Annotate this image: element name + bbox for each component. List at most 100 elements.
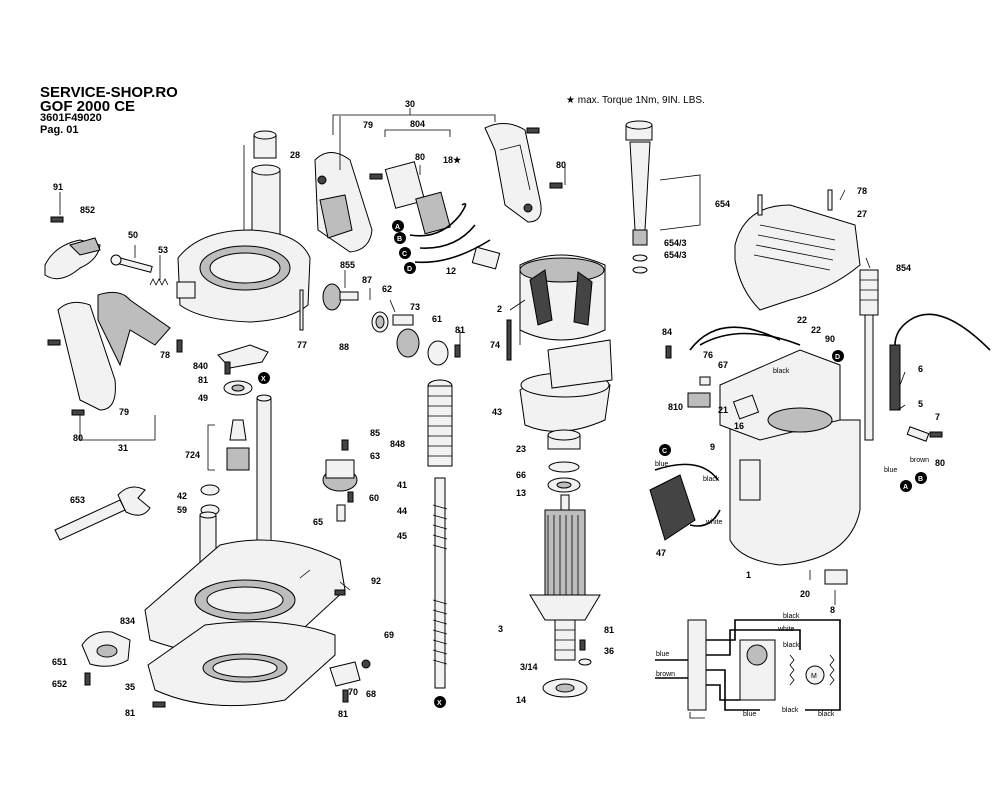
bearing-14: [542, 678, 588, 698]
part-label: 47: [656, 548, 666, 558]
svg-text:M: M: [811, 673, 817, 680]
part-label: 63: [370, 451, 380, 461]
handle-30-left: [314, 152, 373, 253]
part-label: 81: [125, 708, 135, 718]
torque-note-text: max. Torque 1Nm, 9IN. LBS.: [577, 95, 705, 106]
svg-text:black: black: [783, 613, 800, 620]
guide-651: [81, 631, 131, 667]
handle-30-right: [484, 123, 542, 223]
svg-text:B: B: [918, 476, 923, 483]
wire-color-labels: blue black white black blue brown black …: [655, 368, 929, 718]
block-12: [471, 246, 501, 270]
marker-b-right: B: [915, 472, 927, 484]
part-label: 810: [668, 402, 683, 412]
part-label: 654/3: [664, 238, 687, 248]
wiring-schematic: M: [655, 619, 841, 719]
column-28: [243, 130, 281, 241]
part-labels: 30 804 79 80 18★ 80 28 91 852 50 53 855 …: [52, 99, 945, 719]
svg-text:A: A: [903, 484, 908, 491]
part-label: 76: [703, 350, 713, 360]
shop-name: SERVICE-SHOP.RO: [40, 84, 178, 101]
part-label: 44: [397, 506, 407, 516]
part-label: 35: [125, 682, 135, 692]
part-label: 90: [825, 334, 835, 344]
part-label: 66: [516, 470, 526, 480]
marker-x-bottom: X: [434, 696, 446, 708]
screw-65: [336, 504, 346, 522]
part-label: 1: [746, 570, 751, 580]
part-label: 36: [604, 646, 614, 656]
part-label: 88: [339, 342, 349, 352]
knob-63: [322, 459, 358, 492]
part-label: 3/14: [520, 662, 538, 672]
bracket-70: [329, 659, 371, 687]
part-label: 20: [800, 589, 810, 599]
part-label: 653: [70, 495, 85, 505]
fan-baffle-43: [519, 339, 613, 432]
part-label: 45: [397, 531, 407, 541]
part-label: 78: [857, 186, 867, 196]
field-2: [519, 254, 606, 341]
nut-49: [223, 380, 253, 396]
bearing-23: [547, 429, 581, 450]
spring-53: [149, 278, 169, 286]
knob-852: [44, 237, 101, 280]
ring-62: [371, 311, 389, 333]
svg-text:brown: brown: [910, 457, 929, 464]
part-label: 65: [313, 517, 323, 527]
motor-housing-base: [176, 229, 311, 323]
part-label: 67: [718, 360, 728, 370]
part-label: 654: [715, 199, 730, 209]
svg-text:black: black: [818, 711, 835, 718]
svg-text:black: black: [782, 707, 799, 714]
marker-b-left: B: [394, 232, 406, 244]
brush-holder-810: [687, 326, 801, 408]
svg-text:brown: brown: [656, 671, 675, 678]
part-label: 840: [193, 361, 208, 371]
part-label: 81: [455, 325, 465, 335]
part-label: 84: [662, 327, 672, 337]
screws: [47, 127, 943, 708]
part-label: 834: [120, 616, 135, 626]
part-label: 70: [348, 687, 358, 697]
wrench-653: [54, 486, 151, 541]
part-label: 68: [366, 689, 376, 699]
svg-text:X: X: [437, 700, 442, 707]
leader-lines: [59, 116, 906, 605]
marker-d-left: D: [404, 262, 416, 274]
part-label: 652: [52, 679, 67, 689]
part-label: 31: [118, 443, 128, 453]
part-label: 62: [382, 284, 392, 294]
housing-1: [719, 349, 861, 585]
svg-text:blue: blue: [743, 711, 756, 718]
marker-c-right: C: [659, 444, 671, 456]
part-label: 81: [604, 625, 614, 635]
spring-848: [427, 379, 453, 467]
part-label: 27: [857, 209, 867, 219]
part-label: 28: [290, 150, 300, 160]
part-label: 6: [918, 364, 923, 374]
part-label: 49: [198, 393, 208, 403]
part-number: 3601F49020: [40, 112, 102, 124]
part-label: 852: [80, 205, 95, 215]
svg-text:black: black: [773, 368, 790, 375]
svg-text:blue: blue: [655, 461, 668, 468]
marker-d-right: D: [832, 350, 844, 362]
capacitor-47: [649, 463, 721, 541]
part-label: 21: [718, 405, 728, 415]
bracket-30: [332, 108, 496, 137]
part-label: 8: [830, 605, 835, 615]
svg-text:black: black: [783, 642, 800, 649]
part-label: 23: [516, 444, 526, 454]
part-label: 74: [490, 340, 500, 350]
part-label: 77: [297, 340, 307, 350]
handle-79-left: [57, 291, 171, 441]
part-label: 61: [432, 314, 442, 324]
part-label: 53: [158, 245, 168, 255]
part-label: 22: [811, 325, 821, 335]
part-label: 60: [369, 493, 379, 503]
part-label: 854: [896, 263, 911, 273]
svg-text:X: X: [261, 376, 266, 383]
